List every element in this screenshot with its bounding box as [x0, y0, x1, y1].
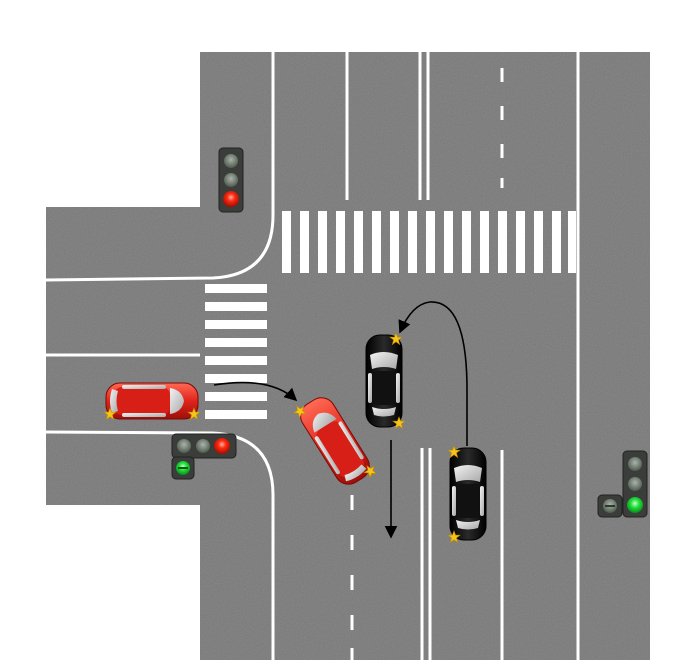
traffic-light-icon	[597, 450, 648, 518]
black-car-u-turning	[365, 332, 406, 429]
light-left-horizontal	[171, 433, 237, 480]
path-black-u-turn	[398, 301, 468, 446]
red-car-left-approach	[103, 382, 201, 420]
crosswalk-top	[282, 211, 576, 273]
traffic-light-icon	[218, 147, 244, 213]
traffic-light-icon	[171, 433, 237, 480]
road-surface	[46, 52, 650, 660]
curved-arrow-icon	[213, 381, 298, 402]
light-right	[597, 450, 648, 518]
crosswalk-left	[205, 284, 267, 419]
black-car-bottom	[447, 445, 487, 543]
u-turn-arrow-icon	[398, 301, 468, 446]
light-top-left	[218, 147, 244, 213]
red-car-turning	[291, 397, 379, 485]
path-red-right-turn	[213, 381, 298, 402]
